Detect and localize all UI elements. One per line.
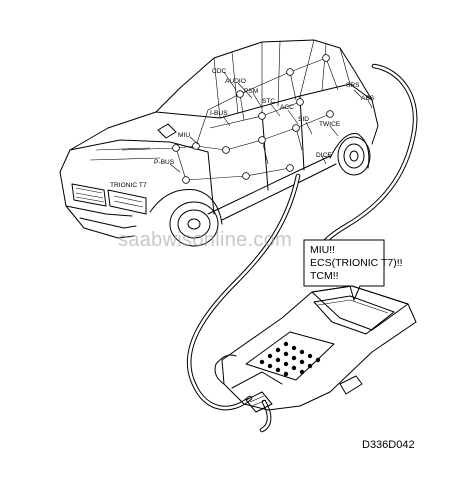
car-body	[59, 39, 379, 247]
label-acc: ACC	[280, 104, 294, 111]
label-i-bus: I-BUS	[210, 110, 228, 117]
label-psm: PSM	[244, 88, 258, 95]
diagnostic-tool	[214, 285, 417, 413]
callout-line-2: ECS(TRIONIC T7)!!	[310, 257, 403, 269]
label-p-bus: P-BUS	[154, 159, 175, 166]
status-callout: MIU!! ECS(TRIONIC T7)!! TCM!!	[303, 239, 403, 302]
watermark: saabwisonline.com	[118, 229, 292, 251]
callout-line-1: MIU!!	[310, 244, 335, 256]
keypad-buttons	[259, 341, 321, 377]
tool-display	[313, 295, 395, 335]
label-miu: MIU	[178, 132, 190, 139]
tool-connector	[245, 391, 273, 413]
label-trionic-t7: TRIONIC T7	[110, 182, 147, 189]
label-srs: SRS	[346, 82, 360, 89]
label-stc: STC	[262, 98, 275, 105]
label-dice: DICE	[316, 152, 332, 159]
label-abs: ABS	[361, 95, 375, 102]
label-sid: SID	[298, 116, 309, 123]
label-cdc: CDC	[212, 68, 227, 75]
figure-code: D336D042	[362, 439, 415, 451]
label-twice: TWICE	[319, 121, 341, 128]
module-labels: CDC AUDIO PSM I-BUS STC ACC SID SRS ABS …	[110, 68, 375, 189]
bus-harness	[121, 54, 339, 184]
callout-line-3: TCM!!	[310, 270, 339, 282]
label-audio: AUDIO	[225, 78, 246, 85]
